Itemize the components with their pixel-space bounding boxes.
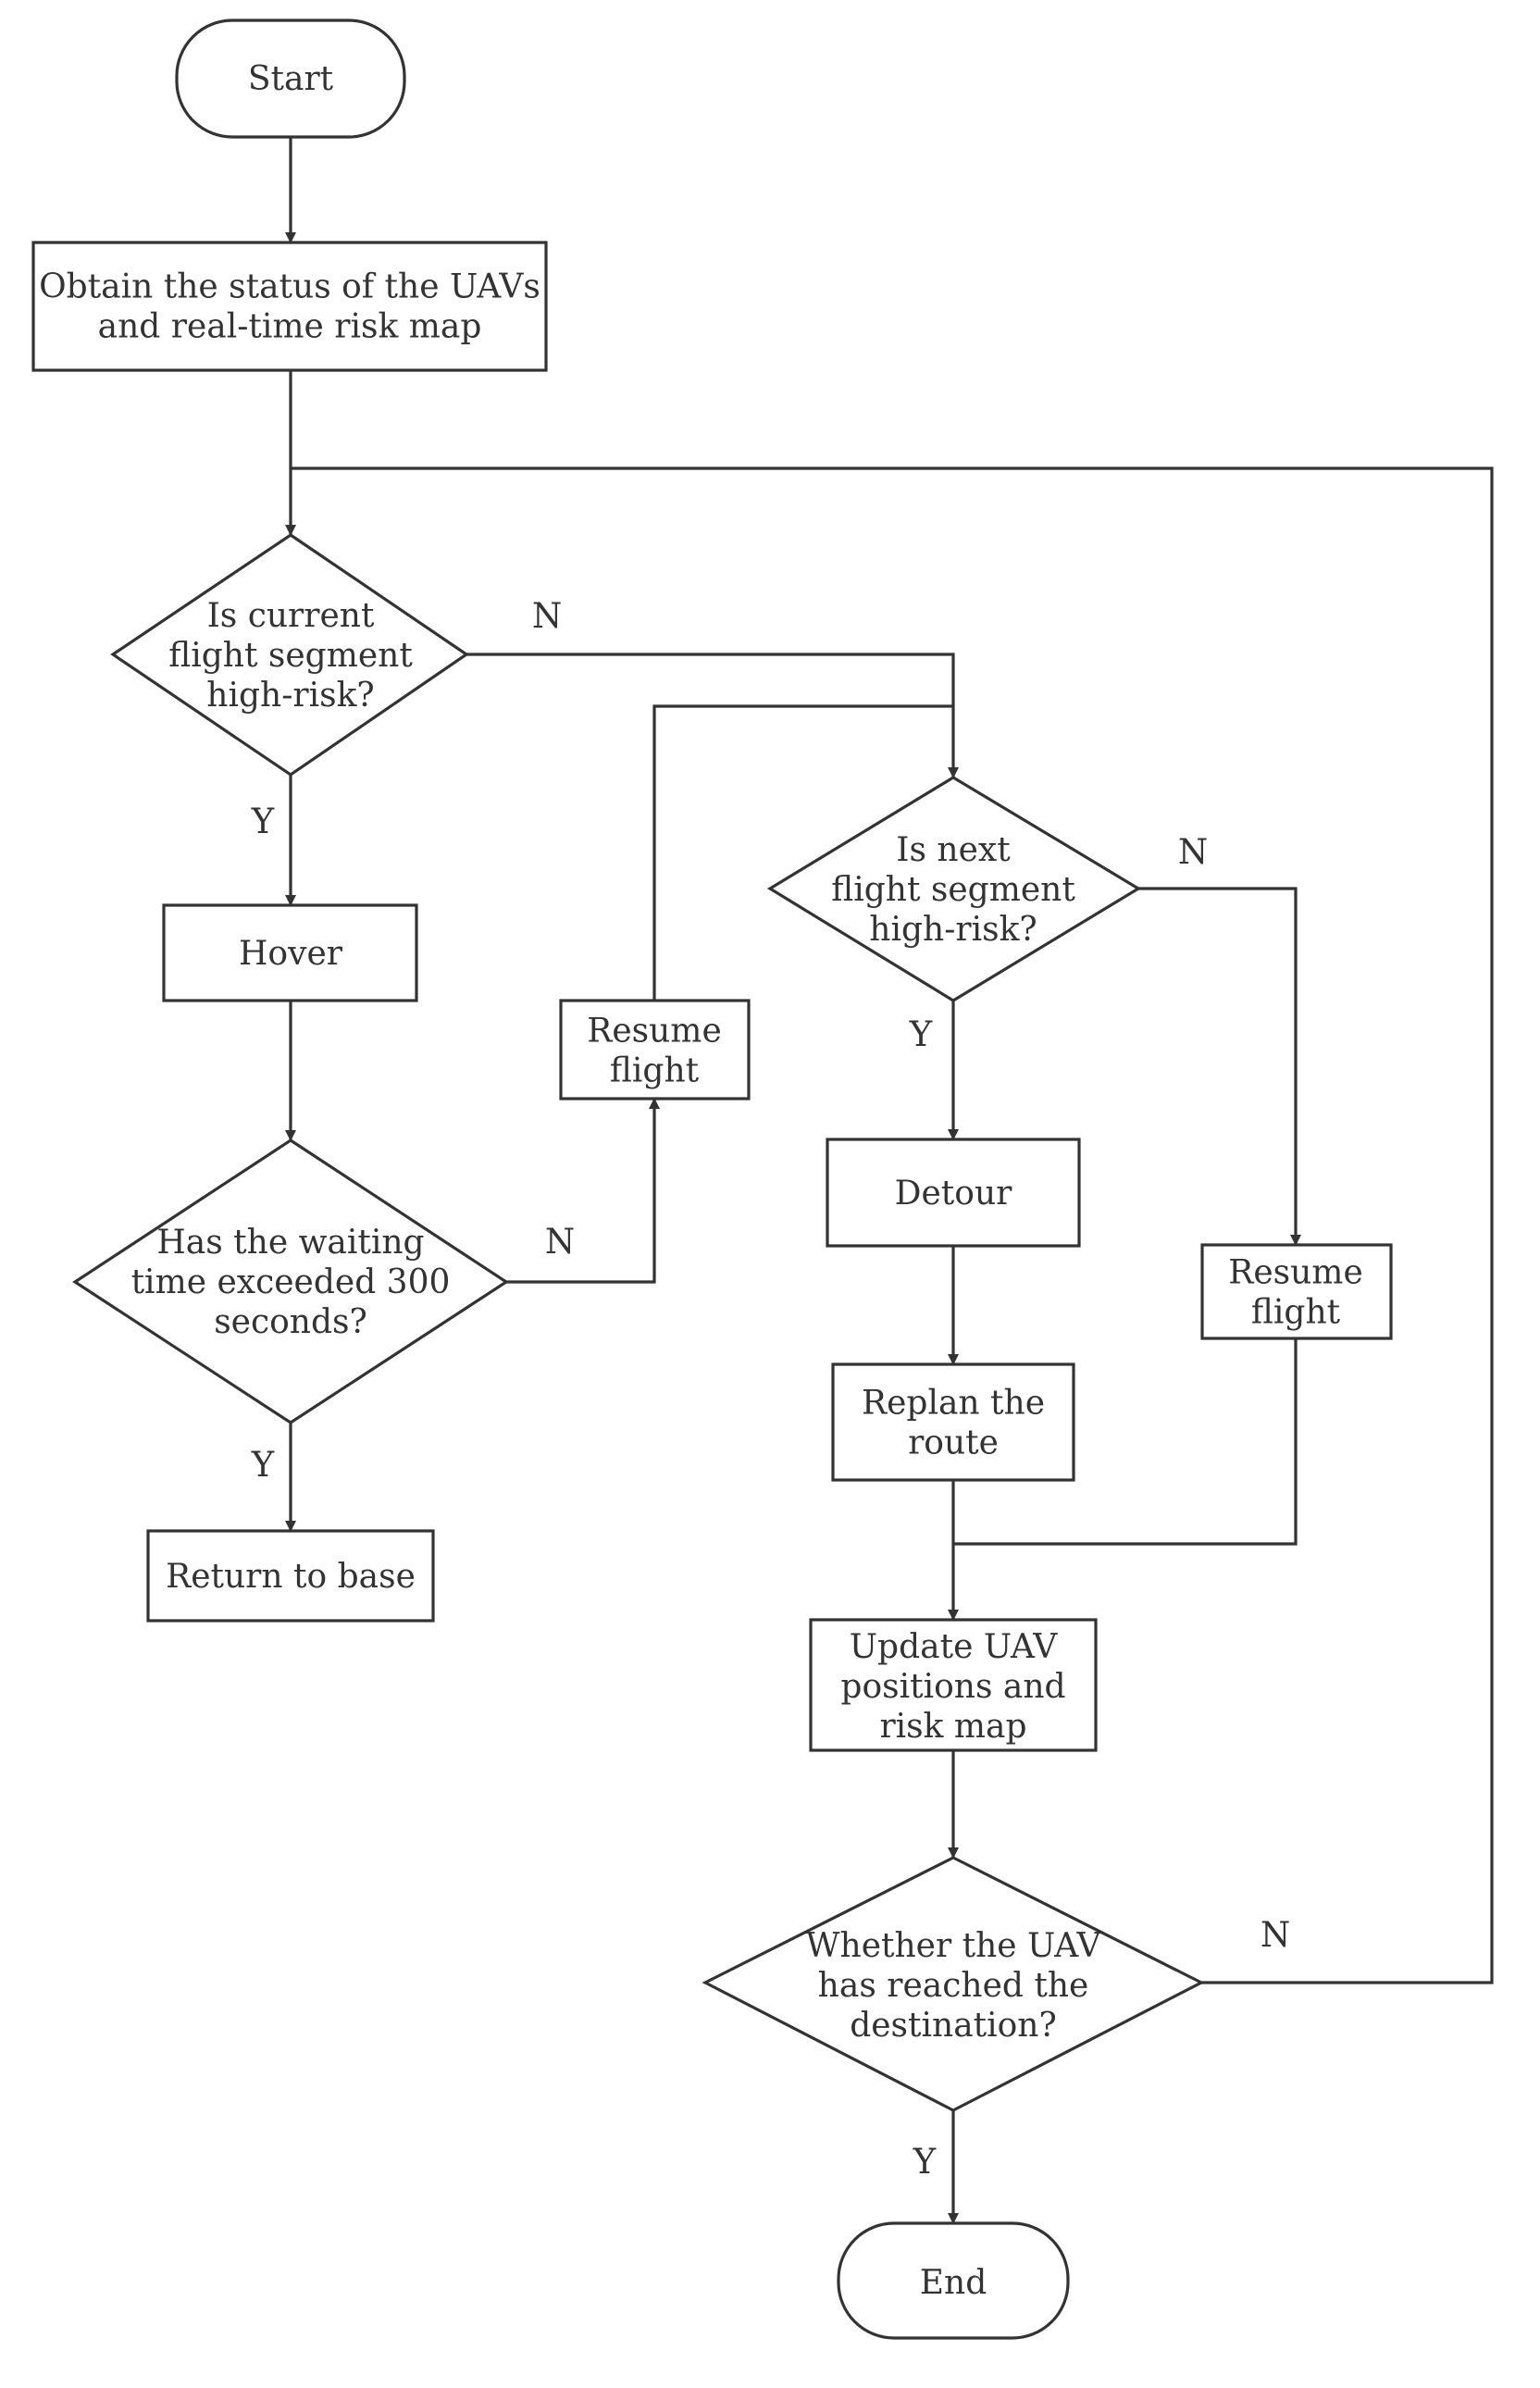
edge-wait-no <box>506 1098 660 1284</box>
return-to-base-label: Return to base <box>166 1558 416 1596</box>
edge-dest-loop-back <box>291 466 1494 1984</box>
label-line: high-risk? <box>869 911 1037 949</box>
label-line: Detour <box>895 1175 1012 1213</box>
hover-box <box>162 903 418 1002</box>
resume-flight-right-box <box>1200 1243 1393 1340</box>
current-segment-no-label: N <box>532 596 562 636</box>
edge-labels: N Y N Y N Y N Y <box>251 596 1290 2182</box>
label-line: Return to base <box>166 1558 416 1596</box>
node-shapes <box>31 19 1393 2340</box>
return-to-base-box <box>146 1529 435 1623</box>
detour-box <box>826 1138 1081 1248</box>
next-segment-no-label: N <box>1178 832 1208 872</box>
label-line: flight segment <box>831 871 1075 909</box>
label-line: positions and <box>840 1668 1065 1706</box>
end-label: End <box>920 2264 987 2302</box>
edge-resume-left-up <box>652 704 953 1001</box>
label-line: Whether the UAV <box>806 1927 1102 1965</box>
hover-label: Hover <box>239 935 343 973</box>
label-line: route <box>908 1424 999 1462</box>
label-line: Is next <box>896 831 1011 869</box>
end-terminal <box>837 2221 1070 2340</box>
start-label: Start <box>248 60 334 98</box>
label-line: Replan the <box>862 1385 1045 1423</box>
label-line: End <box>920 2264 987 2302</box>
obtain-status-box <box>31 241 548 372</box>
waiting-time-no-label: N <box>545 1222 575 1262</box>
current-segment-yes-label: Y <box>251 802 275 841</box>
label-line: risk map <box>879 1708 1026 1746</box>
detour-label: Detour <box>895 1175 1012 1213</box>
label-line: Obtain the status of the UAVs <box>39 268 540 306</box>
resume-flight-left-box <box>559 999 751 1101</box>
label-line: Hover <box>239 935 343 973</box>
label-line: time exceeded 300 <box>131 1263 451 1301</box>
label-line: Is current <box>207 597 375 635</box>
edge-next-no <box>1138 887 1301 1246</box>
replan-route-box <box>831 1362 1075 1482</box>
label-line: flight <box>1251 1294 1341 1332</box>
label-line: destination? <box>850 2007 1057 2045</box>
update-positions-box <box>809 1618 1098 1752</box>
label-line: Has the waiting <box>156 1224 424 1262</box>
label-line: seconds? <box>214 1303 367 1341</box>
label-line: has reached the <box>818 1967 1089 2005</box>
label-line: high-risk? <box>206 677 374 715</box>
destination-decision <box>702 1856 1205 2112</box>
waiting-time-decision <box>72 1138 509 1424</box>
current-segment-decision <box>110 533 469 777</box>
next-segment-decision <box>766 776 1142 1002</box>
label-line: Resume <box>1228 1254 1363 1292</box>
label-line: and real-time risk map <box>98 308 482 346</box>
waiting-time-yes-label: Y <box>251 1445 275 1485</box>
edge-current-no <box>466 653 959 778</box>
next-segment-yes-label: Y <box>909 1014 933 1054</box>
label-line: flight segment <box>168 637 413 675</box>
label-line: Start <box>248 60 334 98</box>
destination-yes-label: Y <box>913 2142 937 2182</box>
label-line: Update UAV <box>850 1628 1059 1666</box>
connectors <box>285 137 1494 2224</box>
label-line: Resume <box>587 1013 722 1051</box>
label-line: flight <box>610 1052 700 1090</box>
start-terminal <box>175 19 406 139</box>
destination-no-label: N <box>1261 1915 1290 1955</box>
edge-resume-right-merge <box>953 1338 1298 1546</box>
